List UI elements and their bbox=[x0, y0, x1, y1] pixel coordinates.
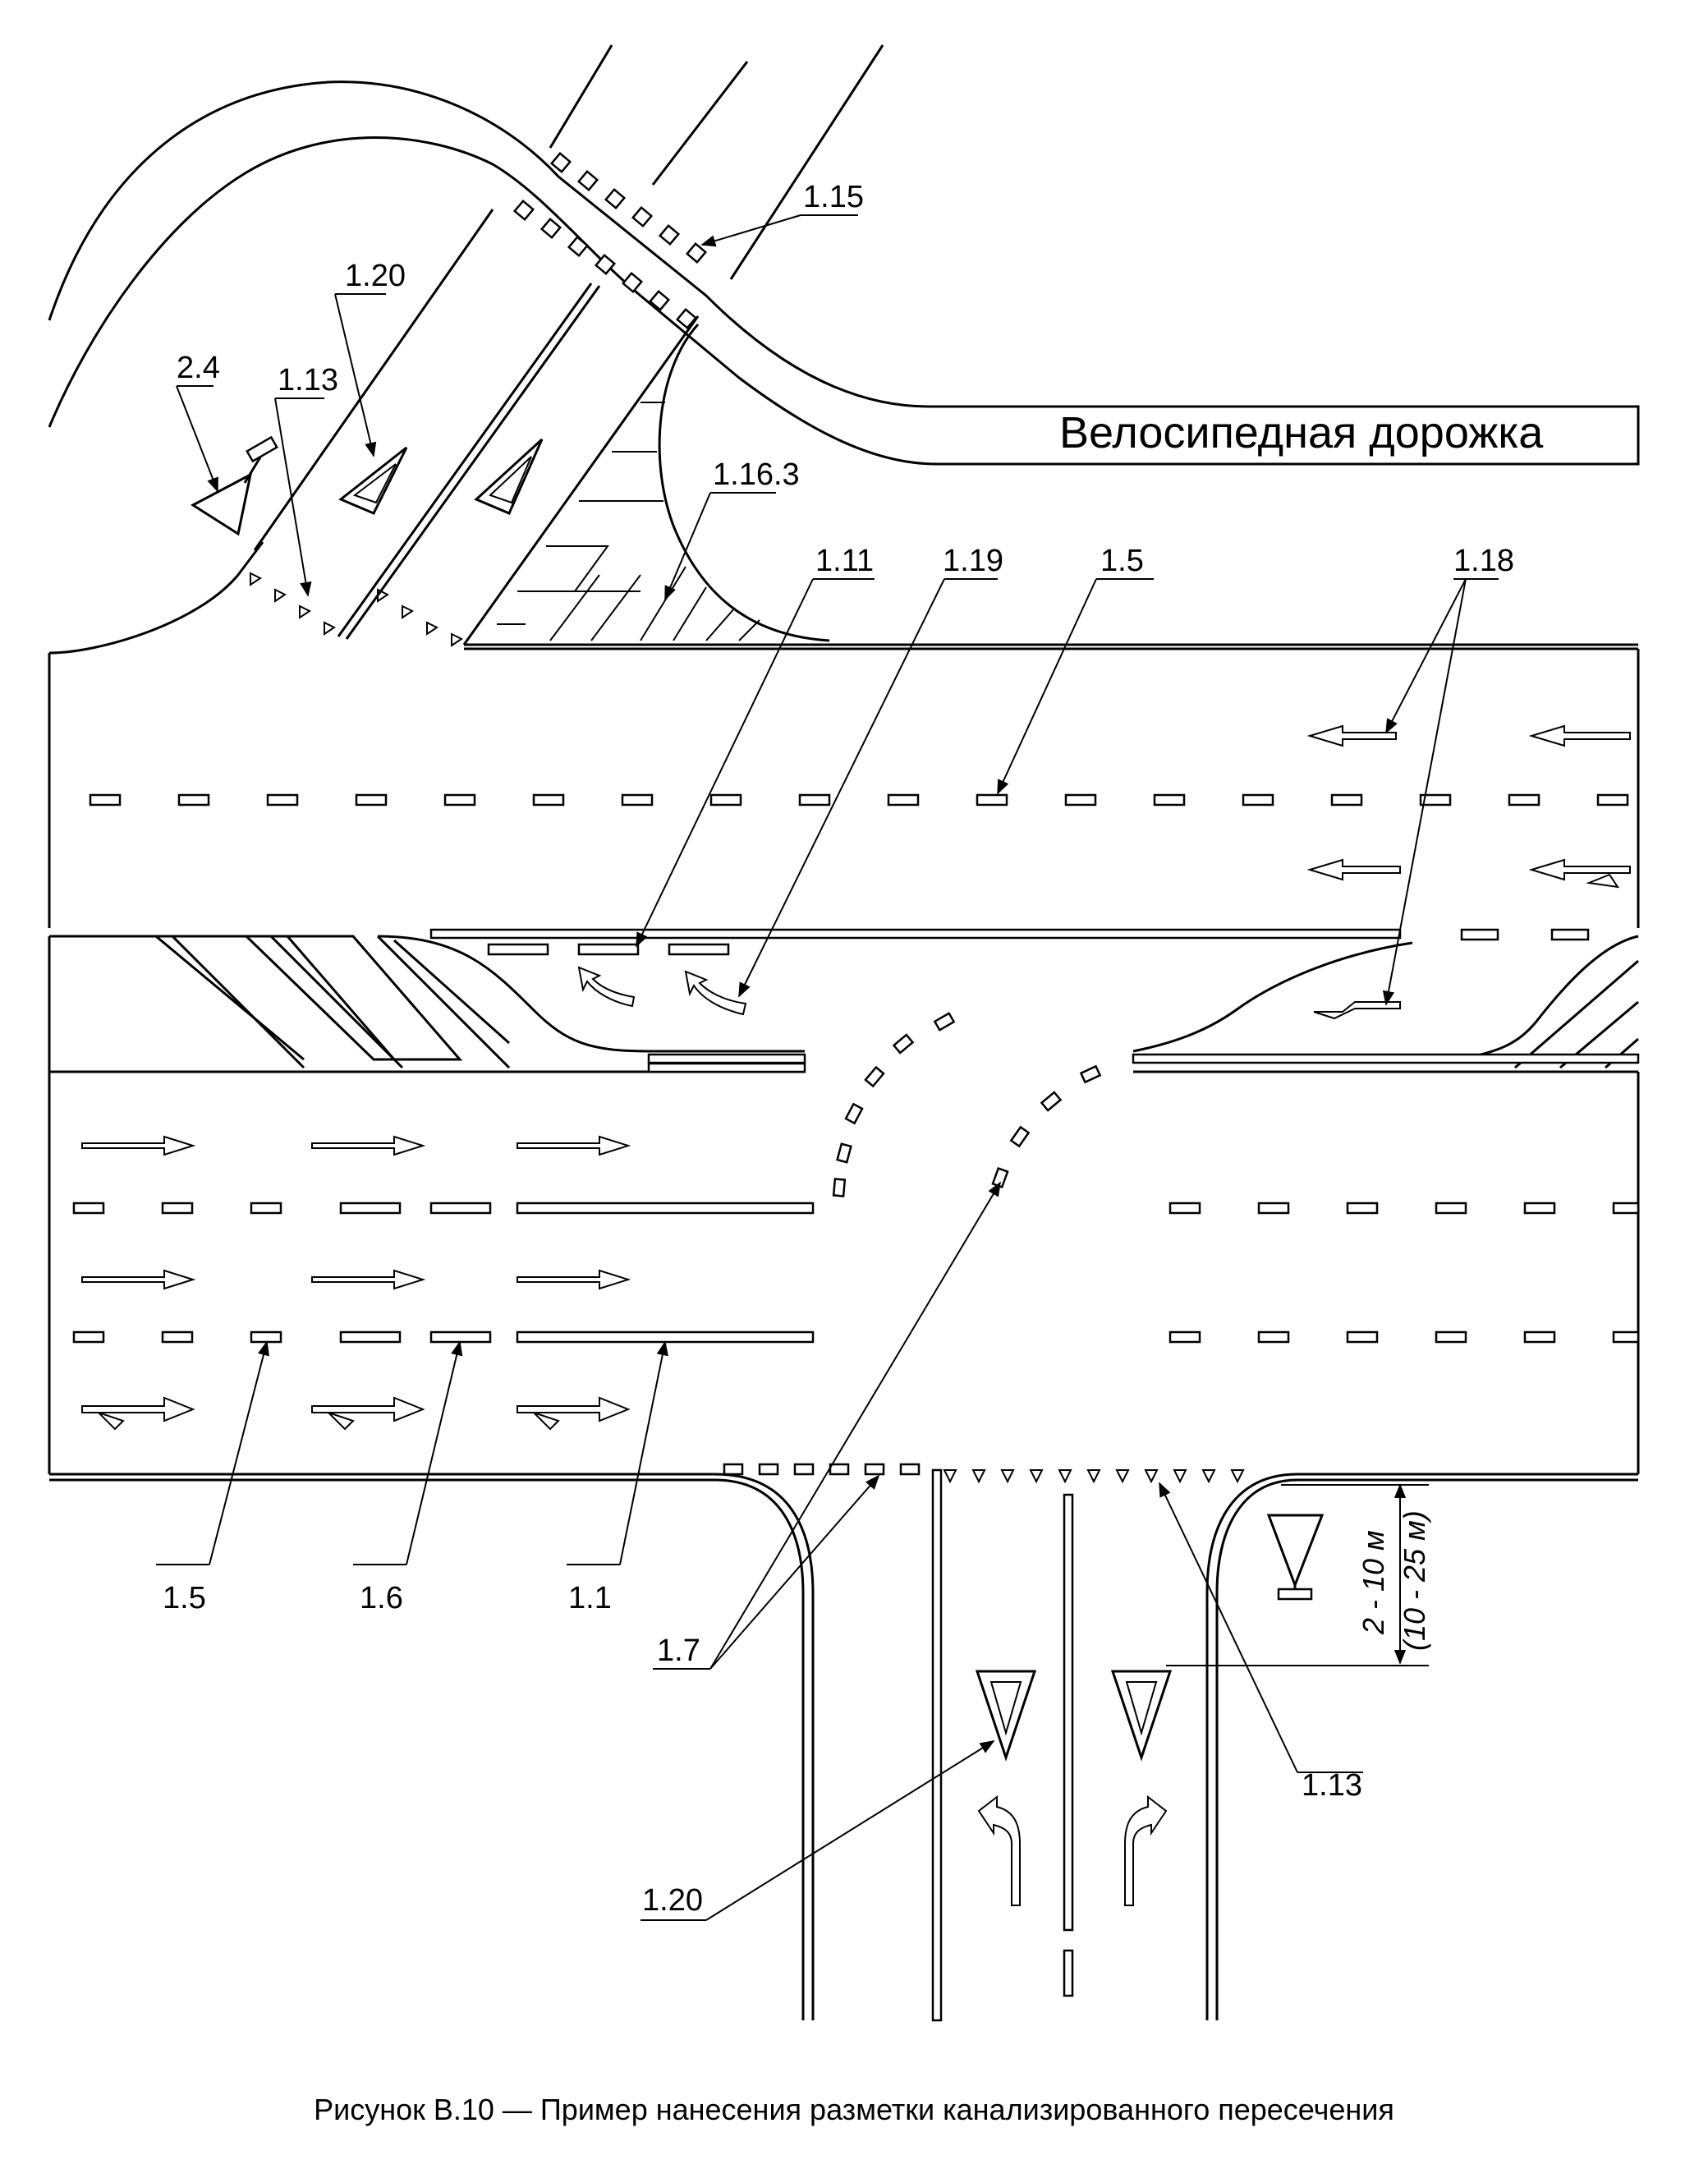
lane-line-1-5-top bbox=[89, 793, 1629, 806]
label-2-4: 2.4 bbox=[177, 351, 220, 385]
arrows-side-road bbox=[977, 1794, 1168, 1906]
side-road-lines bbox=[931, 1468, 1074, 2022]
label-1-6: 1.6 bbox=[360, 1581, 403, 1615]
label-1-18: 1.18 bbox=[1453, 544, 1514, 578]
lane-line-1-5-lower bbox=[72, 1202, 282, 1344]
label-1-15: 1.15 bbox=[803, 180, 864, 214]
dimension-main-text: 2 - 10 м bbox=[1357, 1530, 1390, 1635]
label-1-13-bottom: 1.13 bbox=[1302, 1768, 1362, 1803]
label-1-5-bottom: 1.5 bbox=[163, 1581, 206, 1615]
slip-road bbox=[253, 44, 884, 646]
figure-caption: Рисунок В.10 — Пример нанесения разметки… bbox=[314, 2093, 1394, 2126]
dimension-alt-text: (10 - 25 м) bbox=[1398, 1510, 1431, 1651]
bike-crossing-1-15 bbox=[512, 151, 708, 330]
median-hatching bbox=[155, 928, 1640, 1073]
bicycle-path bbox=[48, 80, 1640, 466]
dimension-marker: 2 - 10 м (10 - 25 м) bbox=[1166, 1483, 1431, 1666]
give-way-line-1-13-top bbox=[250, 572, 463, 647]
arrows-upper bbox=[1306, 724, 1631, 1020]
turn-guide-1-7 bbox=[723, 1012, 1102, 1476]
street-label: Велосипедная дорожка bbox=[1059, 408, 1544, 457]
label-1-20-bottom: 1.20 bbox=[642, 1883, 703, 1918]
sign-2-4 bbox=[191, 435, 278, 536]
line-1-11 bbox=[487, 928, 1590, 956]
road-edges bbox=[48, 541, 1640, 2020]
leader-lines bbox=[156, 214, 1499, 1921]
yield-marking-1-20-bottom bbox=[975, 1670, 1173, 1762]
sign-2-4-bottom bbox=[1266, 1514, 1325, 1601]
label-1-19: 1.19 bbox=[943, 544, 1003, 578]
arrows-lower bbox=[81, 1135, 631, 1431]
label-1-1: 1.1 bbox=[568, 1581, 612, 1615]
lane-line-1-6 bbox=[339, 1202, 492, 1344]
label-1-5-top: 1.5 bbox=[1100, 544, 1144, 578]
label-1-13-top: 1.13 bbox=[278, 363, 338, 397]
label-1-16-3: 1.16.3 bbox=[713, 457, 800, 492]
label-1-11: 1.11 bbox=[815, 544, 874, 578]
arrows-1-19 bbox=[577, 966, 747, 1016]
give-way-line-1-13-bottom bbox=[943, 1469, 1245, 1484]
lane-line-1-1 bbox=[516, 1202, 815, 1344]
label-1-7: 1.7 bbox=[657, 1634, 700, 1668]
island-1-16-3 bbox=[497, 323, 830, 642]
callout-labels: 1.15 1.20 2.4 1.13 1.16.3 1.11 1.19 1.5 … bbox=[163, 180, 1514, 1918]
lane-line-right-lower bbox=[1169, 1202, 1640, 1344]
yield-marking-1-20-top bbox=[338, 438, 544, 515]
label-1-20-top: 1.20 bbox=[345, 259, 406, 293]
